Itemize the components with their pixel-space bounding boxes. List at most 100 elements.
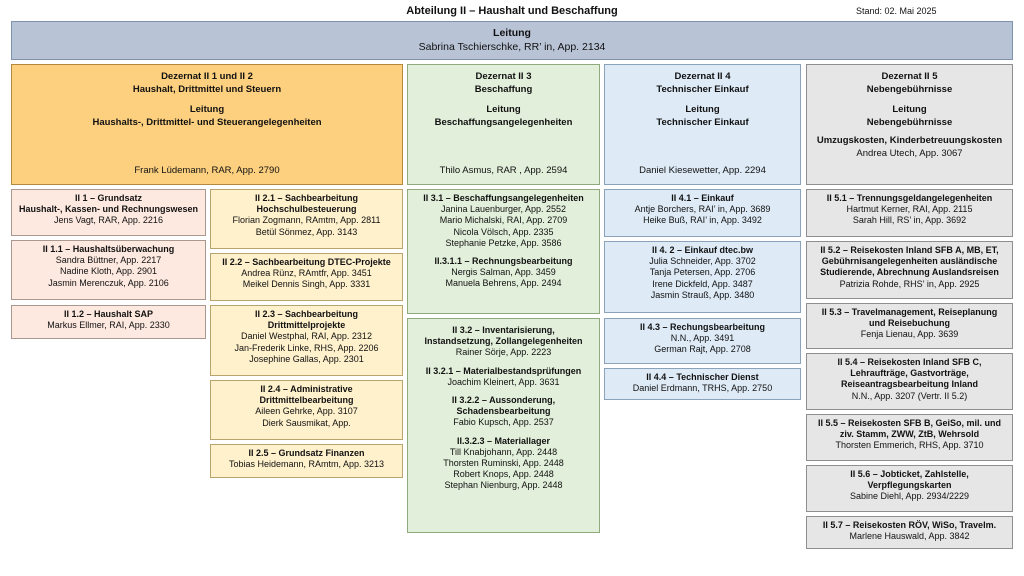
- unit-member: Julia Schneider, App. 3702: [649, 256, 756, 267]
- unit-title: II 3.1 – Beschaffungsangelegenheiten: [423, 193, 584, 203]
- unit-member: Jens Vagt, RAR, App. 2216: [54, 215, 163, 226]
- unit-title: Drittmittelprojekte: [267, 320, 346, 331]
- unit-member: Meikel Dennis Singh, App. 3331: [242, 279, 371, 290]
- unit-box-II-2-2: II 2.2 – Sachbearbeitung DTEC-Projekte A…: [210, 253, 403, 301]
- unit-title: II 4.1 – Einkauf: [671, 193, 734, 203]
- unit-member: Markus Ellmer, RAI, App. 2330: [47, 320, 170, 331]
- unit-box-II-1-1: II 1.1 – Haushaltsüberwachung Sandra Büt…: [11, 240, 206, 300]
- unit-title: II 5.7 – Reisekosten RÖV, WiSo, Travelm.: [822, 520, 997, 530]
- unit-title: II 1.2 – Haushalt SAP: [63, 309, 154, 319]
- unit-box-II-2-1: II 2.1 – Sachbearbeitung Hochschulbesteu…: [210, 189, 403, 249]
- unit-member: Tanja Petersen, App. 2706: [649, 267, 756, 278]
- unit-member: Daniel Westphal, RAI, App. 2312: [241, 331, 372, 342]
- unit-title: II 5.1 – Trennungsgeldangelegenheiten: [826, 193, 993, 203]
- leitung-title: Leitung: [493, 27, 531, 39]
- leitung-box: Leitung Sabrina Tschierschke, RR’ in, Ap…: [11, 21, 1013, 60]
- unit-title: Gebührnisangelegenheiten ausländische: [821, 256, 998, 267]
- unit-member: Nicola Völsch, App. 2335: [453, 226, 554, 237]
- unit-title: II 2.2 – Sachbearbeitung DTEC-Projekte: [222, 257, 391, 267]
- unit-title: Schadensbearbeitung: [456, 406, 551, 417]
- unit-box-II-3-2: II 3.2 – Inventarisierung, Instandsetzun…: [407, 318, 600, 533]
- dezernat-header-2: Dezernat II 3 Beschaffung Leitung Bescha…: [407, 64, 600, 185]
- unit-title: II 3.2 – Inventarisierung,: [452, 325, 555, 335]
- unit-title: Reiseantragsbearbeitung Inland: [840, 379, 979, 390]
- unit-title: II 1.1 – Haushaltsüberwachung: [42, 244, 175, 254]
- unit-member: Heike Buß, RAI’ in, App. 3492: [643, 215, 762, 226]
- unit-title: II 4. 2 – Einkauf dtec.bw: [651, 245, 754, 255]
- dezernat-header-4: Dezernat II 5 Nebengebührnisse Leitung N…: [806, 64, 1013, 185]
- dezernat-subtitle: Beschaffung: [474, 83, 533, 95]
- dezernat-area: Nebengebührnisse: [866, 116, 953, 128]
- unit-member: Nadine Kloth, App. 2901: [59, 266, 158, 277]
- unit-member: Robert Knops, App. 2448: [453, 469, 554, 480]
- unit-box-II-4-4: II 4.4 – Technischer Dienst Daniel Erdma…: [604, 368, 801, 400]
- unit-member: Hartmut Kerner, RAI, App. 2115: [846, 204, 973, 215]
- dezernat-area: Beschaffungsangelegenheiten: [434, 116, 573, 128]
- unit-member: Manuela Behrens, App. 2494: [445, 278, 562, 289]
- unit-member: Florian Zogmann, RAmtm, App. 2811: [232, 215, 381, 226]
- dezernat-subtitle: Technischer Einkauf: [656, 83, 749, 95]
- page-title: Abteilung II – Haushalt und Beschaffung: [406, 5, 618, 17]
- unit-member: Antje Borchers, RAI’ in, App. 3689: [634, 204, 771, 215]
- unit-box-II-5-2: II 5.2 – Reisekosten Inland SFB A, MB, E…: [806, 241, 1013, 299]
- unit-member: Fenja Lienau, App. 3639: [860, 329, 959, 340]
- unit-title: Hochschulbesteuerung: [256, 204, 357, 215]
- unit-member: Till Knabjohann, App. 2448: [449, 446, 558, 457]
- unit-member: Betül Sönmez, App. 3143: [255, 226, 358, 237]
- unit-title: II 5.4 – Reisekosten Inland SFB C,: [837, 357, 982, 367]
- dezernat-area: Haushalts-, Drittmittel- und Steuerangel…: [92, 116, 322, 128]
- unit-box-II-2-3: II 2.3 – Sachbearbeitung Drittmittelproj…: [210, 305, 403, 376]
- unit-title: II 1 – Grundsatz: [74, 193, 143, 203]
- unit-member: Dierk Sausmikat, App.: [262, 417, 351, 428]
- unit-member: Sarah Hill, RS’ in, App. 3692: [852, 215, 967, 226]
- unit-member: Stephanie Petzke, App. 3586: [445, 237, 562, 248]
- dezernat-extra: Umzugskosten, Kinderbetreuungskosten: [816, 135, 1003, 146]
- dezernat-header-3: Dezernat II 4 Technischer Einkauf Leitun…: [604, 64, 801, 185]
- unit-member: Thorsten Ruminski, App. 2448: [443, 458, 564, 469]
- unit-title: II 5.6 – Jobticket, Zahlstelle,: [850, 469, 969, 479]
- unit-member: Aileen Gehrke, App. 3107: [255, 406, 358, 417]
- unit-box-II-3-1: II 3.1 – Beschaffungsangelegenheiten Jan…: [407, 189, 600, 314]
- unit-member: Janina Lauenburger, App. 2552: [440, 204, 567, 215]
- dezernat-area: Technischer Einkauf: [656, 116, 749, 128]
- unit-title: II.3.1.1 – Rechnungsbearbeitung: [434, 256, 573, 267]
- unit-title: II 4.3 – Rechungsbearbeitung: [639, 322, 766, 332]
- unit-member: Daniel Erdmann, TRHS, App. 2750: [632, 383, 773, 394]
- dezernat-name: Dezernat II 3: [475, 71, 532, 82]
- unit-title: Lehraufträge, Gastvorträge,: [850, 368, 969, 379]
- unit-member: Patrizia Rohde, RHS’ in, App. 2925: [839, 278, 980, 289]
- unit-box-II-5-5: II 5.5 – Reisekosten SFB B, GeiSo, mil. …: [806, 414, 1013, 461]
- leitung-person: Sabrina Tschierschke, RR’ in, App. 2134: [418, 41, 606, 53]
- unit-box-II-5-1: II 5.1 – Trennungsgeldangelegenheiten Ha…: [806, 189, 1013, 237]
- unit-title: Studierende, Abrechnung Auslandsreisen: [820, 267, 999, 278]
- unit-member: Marlene Hauswald, App. 3842: [849, 531, 970, 542]
- unit-box-II-4-2: II 4. 2 – Einkauf dtec.bw Julia Schneide…: [604, 241, 801, 313]
- unit-title: Drittmittelbearbeitung: [259, 395, 354, 406]
- unit-title: II 5.3 – Travelmanagement, Reiseplanung: [821, 307, 998, 317]
- unit-member: Sandra Büttner, App. 2217: [55, 255, 162, 266]
- unit-title: II 3.2.2 – Aussonderung,: [451, 395, 556, 406]
- unit-member: Joachim Kleinert, App. 3631: [447, 376, 560, 387]
- unit-member: Irene Dickfeld, App. 3487: [652, 278, 753, 289]
- dezernat-role: Leitung: [892, 104, 927, 115]
- unit-title: II 3.2.1 – Materialbestandsprüfungen: [425, 365, 582, 376]
- unit-member: N.N., App. 3207 (Vertr. II 5.2): [851, 390, 968, 401]
- unit-box-II-1-2: II 1.2 – Haushalt SAP Markus Ellmer, RAI…: [11, 305, 206, 339]
- unit-title: und Reisebuchung: [869, 318, 950, 329]
- unit-member: Andrea Rünz, RAmtfr, App. 3451: [241, 268, 372, 279]
- unit-member: N.N., App. 3491: [670, 333, 735, 344]
- dezernat-person: Daniel Kiesewetter, App. 2294: [639, 164, 766, 176]
- unit-member: Nergis Salman, App. 3459: [451, 267, 556, 278]
- unit-member: Josephine Gallas, App. 2301: [249, 353, 364, 364]
- dezernat-person: Andrea Utech, App. 3067: [856, 147, 963, 159]
- unit-member: Sabine Diehl, App. 2934/2229: [849, 491, 970, 502]
- unit-title: Instandsetzung, Zollangelegenheiten: [424, 336, 583, 347]
- unit-box-II-2-5: II 2.5 – Grundsatz Finanzen Tobias Heide…: [210, 444, 403, 478]
- unit-box-II-5-4: II 5.4 – Reisekosten Inland SFB C, Lehra…: [806, 353, 1013, 410]
- unit-title: II 2.5 – Grundsatz Finanzen: [248, 448, 365, 458]
- unit-member: Jasmin Merenczuk, App. 2106: [48, 277, 169, 288]
- unit-member: Jasmin Strauß, App. 3480: [650, 289, 755, 300]
- unit-title: Haushalt-, Kassen- und Rechnungswesen: [18, 204, 199, 215]
- unit-box-II-2-4: II 2.4 – Administrative Drittmittelbearb…: [210, 380, 403, 440]
- unit-box-II-4-3: II 4.3 – Rechungsbearbeitung N.N., App. …: [604, 318, 801, 364]
